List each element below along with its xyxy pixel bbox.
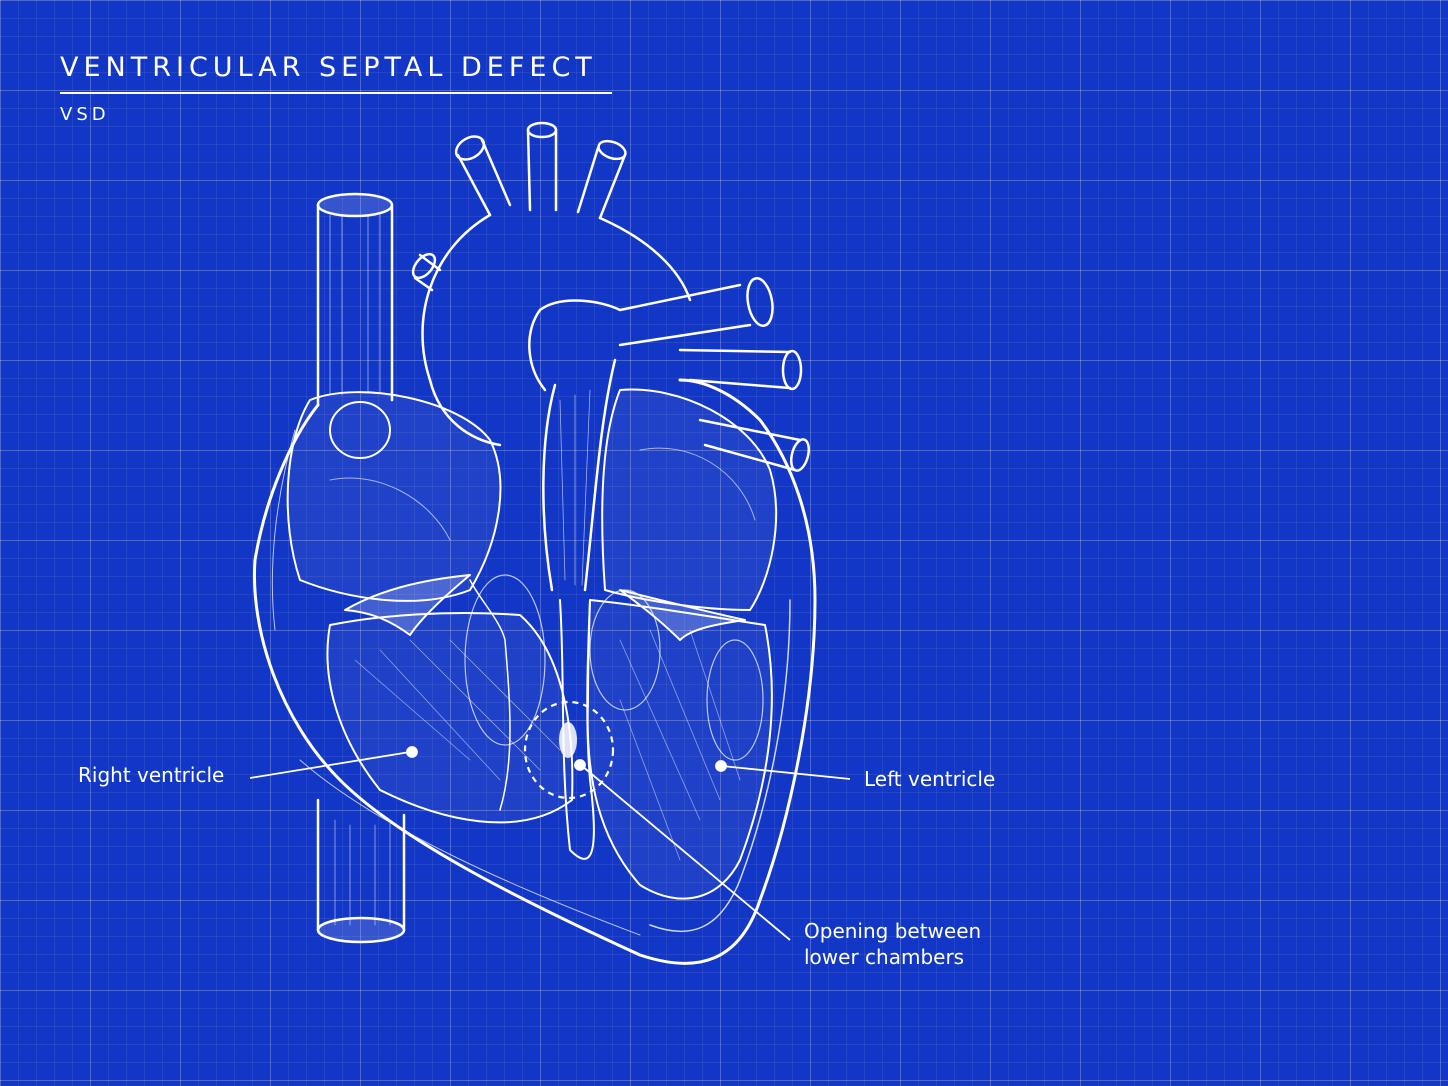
interventricular-septum — [559, 599, 595, 860]
label-opening: Opening between lower chambers — [804, 918, 981, 970]
left-ventricle-leader — [721, 765, 851, 780]
label-left-ventricle: Left ventricle — [864, 767, 996, 791]
diagram-subtitle: VSD — [60, 104, 110, 125]
tricuspid-valve — [344, 574, 471, 636]
superior-vena-cava — [316, 192, 394, 407]
aortic-arch — [411, 121, 692, 447]
right-ventricle-leader — [249, 751, 411, 779]
pulmonary-artery — [528, 277, 811, 592]
septal-defect — [523, 700, 615, 800]
right-ventricle — [326, 574, 574, 824]
label-opening-line2: lower chambers — [804, 945, 965, 969]
opening-leader — [581, 765, 791, 941]
label-opening-line1: Opening between — [804, 919, 982, 943]
diagram-title: VENTRICULAR SEPTAL DEFECT — [60, 52, 597, 83]
label-right-ventricle: Right ventricle — [78, 763, 225, 787]
inferior-vena-cava — [316, 798, 406, 944]
title-underline — [60, 92, 612, 94]
right-atrium — [286, 391, 502, 602]
left-ventricle — [586, 589, 773, 900]
heart-outline — [252, 378, 817, 965]
left-atrium — [601, 388, 778, 611]
